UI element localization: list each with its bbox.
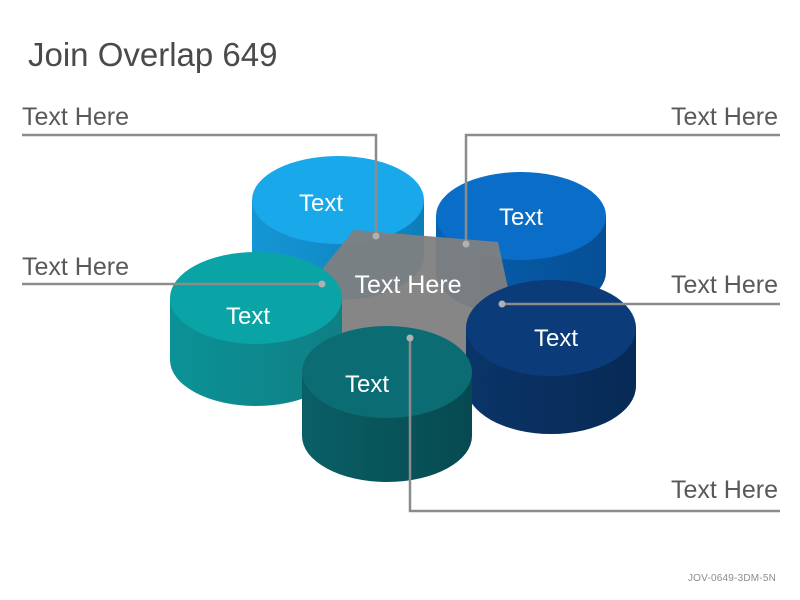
callout-dots [318,232,506,342]
cylinder-light-blue-label: Text [299,190,343,217]
cylinder-dark-teal-label: Text [345,371,389,398]
callout-mid-right: Text Here [671,271,778,299]
center-hexagon: Text Here [310,230,514,358]
callout-line-top-left [22,133,378,236]
slide-code: JOV-0649-3DM-5N [687,573,776,584]
cylinder-navy-label: Text [534,325,578,352]
callout-line-top-right [464,133,780,244]
cylinder-dark-teal: Text [302,326,472,482]
callout-lines [22,133,780,513]
callout-line-bottom-right [408,338,780,513]
cylinder-teal: Text [170,252,342,406]
callout-mid-left: Text Here [22,253,129,281]
cylinder-teal-label: Text [226,303,270,330]
page-title: Join Overlap 649 [28,36,278,73]
cylinder-blue-label: Text [499,204,543,231]
center-label: Text Here [355,271,462,299]
callout-top-left: Text Here [22,103,129,131]
callout-top-right: Text Here [671,103,778,131]
callout-bottom-right: Text Here [671,476,778,504]
